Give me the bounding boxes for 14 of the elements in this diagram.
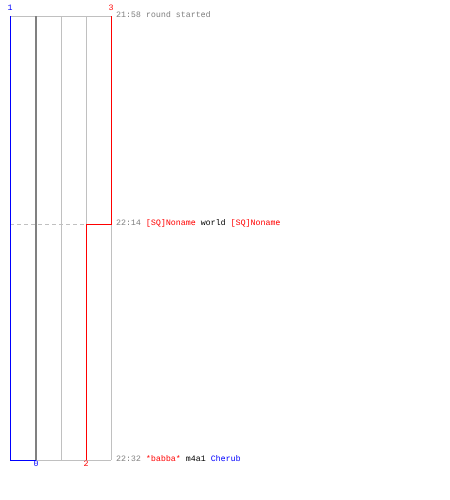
timeline-number: 0 bbox=[34, 460, 38, 470]
timeline-number: 1 bbox=[8, 4, 12, 14]
event-text: world bbox=[200, 219, 226, 229]
timeline-number: 2 bbox=[84, 460, 88, 470]
timestamp: 21:58 bbox=[116, 11, 141, 21]
event-text: *babba* bbox=[146, 455, 181, 465]
event-text: round started bbox=[146, 11, 211, 21]
timestamp: 22:32 bbox=[116, 455, 141, 465]
event-text: [SQ]Noname bbox=[230, 219, 280, 229]
timestamp: 22:14 bbox=[116, 219, 141, 229]
event-text: [SQ]Noname bbox=[146, 219, 196, 229]
timeline-number: 3 bbox=[108, 4, 114, 14]
event-text: Cherub bbox=[210, 455, 241, 465]
event-text: m4a1 bbox=[186, 455, 206, 465]
